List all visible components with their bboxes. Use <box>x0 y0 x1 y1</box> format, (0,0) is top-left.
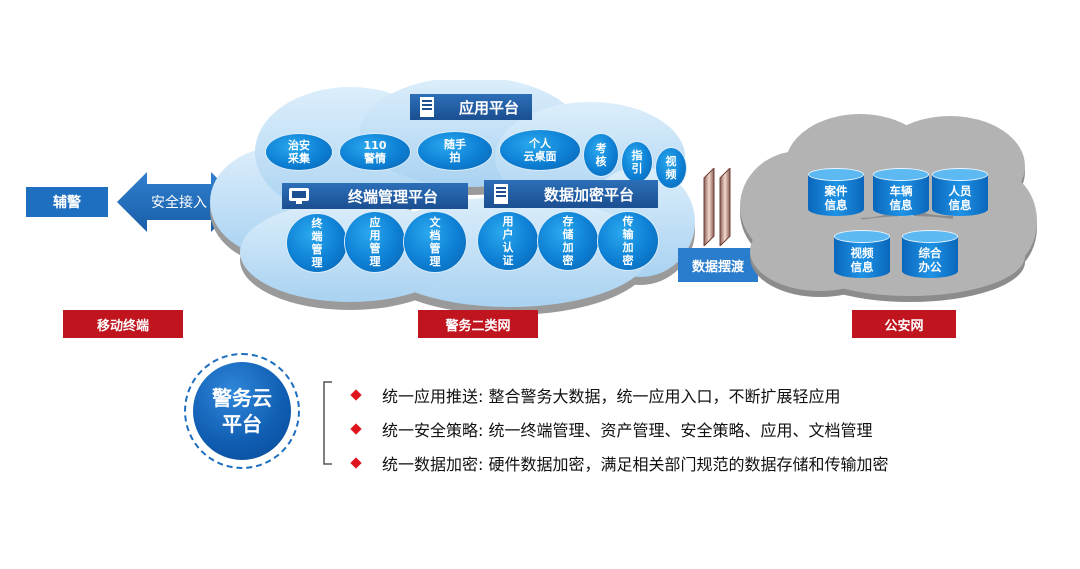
cloud-platform-badge: 警务云 平台 <box>184 353 300 469</box>
police-network-label: 警务二类网 <box>445 318 511 334</box>
app-item: 个人 云桌面 <box>500 130 580 170</box>
encrypt-item: 存 储 加 密 <box>538 212 598 270</box>
diamond-bullet-icon <box>350 389 362 401</box>
terminal-item: 终 端 管 理 <box>287 214 347 272</box>
auxiliary-police-label: 辅警 <box>53 195 81 211</box>
secure-access-label: 安全接入 <box>151 195 207 211</box>
database-icon: 案件 信息 <box>808 168 864 222</box>
terminal-platform-header: 终端管理平台 <box>282 183 468 209</box>
police-network-label-box: 警务二类网 <box>418 310 538 338</box>
summary-bullet: 统一应用推送: 整合警务大数据，统一应用入口，不断扩展轻应用 <box>350 383 841 407</box>
video-info-label: 视频 信息 <box>850 246 874 274</box>
firewall-icon <box>703 168 731 246</box>
database-icon: 人员 信息 <box>932 168 988 222</box>
server-icon <box>490 183 512 205</box>
encrypt-platform-title: 数据加密平台 <box>543 185 634 204</box>
terminal-item: 文 档 管 理 <box>404 212 466 272</box>
summary-bullet-text: 统一安全策略: 统一终端管理、资产管理、安全策略、应用、文档管理 <box>382 421 873 440</box>
monitor-icon <box>288 185 310 207</box>
summary-bracket <box>323 381 332 465</box>
app-platform-title: 应用平台 <box>458 98 519 117</box>
encrypt-item: 传 输 加 密 <box>598 212 658 270</box>
diamond-bullet-icon <box>350 423 362 435</box>
app-item: 指 引 <box>622 142 652 182</box>
database-icon: 综合 办公 <box>902 230 958 284</box>
data-ferry-label: 数据摆渡 <box>691 259 744 275</box>
app-item: 随手 拍 <box>418 132 492 170</box>
terminal-item: 应 用 管 理 <box>345 212 405 272</box>
server-icon <box>416 96 438 118</box>
office-label: 综合 办公 <box>918 246 942 274</box>
public-security-label-box: 公安网 <box>852 310 956 338</box>
case-info-label: 案件 信息 <box>824 184 848 212</box>
mobile-terminal-label: 移动终端 <box>96 318 149 334</box>
vehicle-info-label: 车辆 信息 <box>889 184 913 212</box>
personnel-info-label: 人员 信息 <box>948 184 972 212</box>
summary-bullet: 统一数据加密: 硬件数据加密，满足相关部门规范的数据存储和传输加密 <box>350 451 889 475</box>
diamond-bullet-icon <box>350 457 362 469</box>
auxiliary-police-box: 辅警 <box>26 187 108 217</box>
terminal-platform-title: 终端管理平台 <box>347 187 438 206</box>
app-platform-header: 应用平台 <box>410 94 532 120</box>
summary-bullet-text: 统一数据加密: 硬件数据加密，满足相关部门规范的数据存储和传输加密 <box>382 455 889 474</box>
database-icon: 车辆 信息 <box>873 168 929 222</box>
app-item: 视 频 <box>656 148 686 188</box>
summary-bullet-text: 统一应用推送: 整合警务大数据，统一应用入口，不断扩展轻应用 <box>382 387 841 406</box>
app-item: 考 核 <box>584 134 618 176</box>
encrypt-item: 用 户 认 证 <box>478 212 538 270</box>
mobile-terminal-label-box: 移动终端 <box>63 310 183 338</box>
data-ferry-box: 数据摆渡 <box>678 248 758 282</box>
secure-access-arrow <box>117 172 241 232</box>
app-item: 110 警情 <box>340 134 410 170</box>
encrypt-platform-header: 数据加密平台 <box>484 180 658 208</box>
app-item: 治安 采集 <box>266 134 332 170</box>
cloud-platform-badge-label: 警务云 平台 <box>212 386 272 436</box>
summary-bullet: 统一安全策略: 统一终端管理、资产管理、安全策略、应用、文档管理 <box>350 417 873 441</box>
public-security-label: 公安网 <box>884 318 924 334</box>
database-icon: 视频 信息 <box>834 230 890 284</box>
